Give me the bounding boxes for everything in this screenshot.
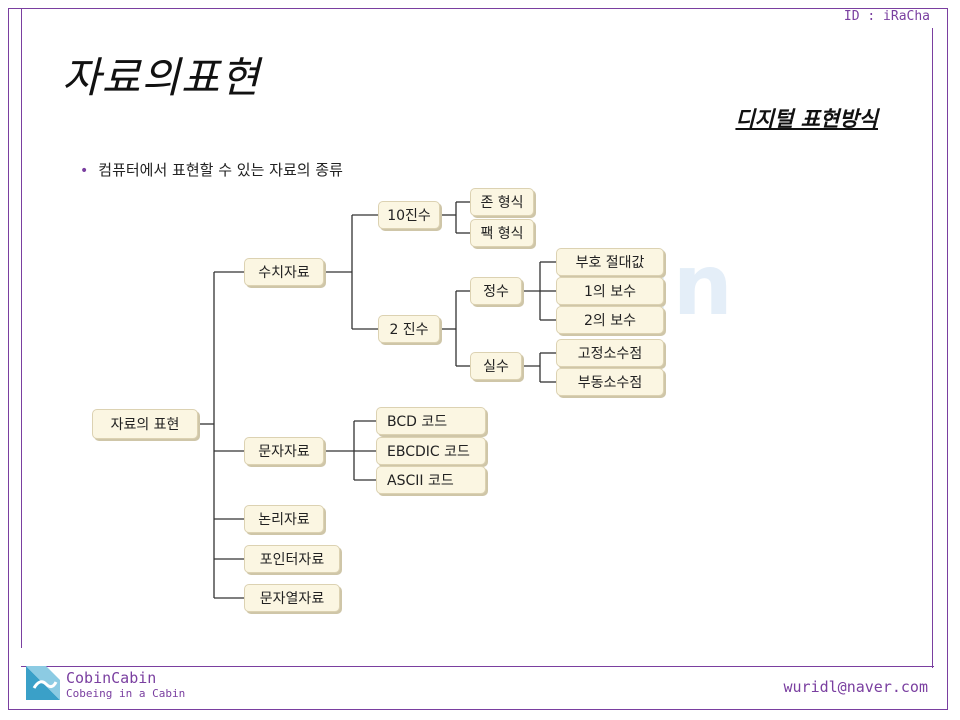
footer-logo: CobinCabin Cobeing in a Cabin <box>22 662 222 704</box>
node-fixed-point: 고정소수점 <box>556 339 664 367</box>
bullet-dot-icon: • <box>80 163 89 179</box>
frame-line-bottom <box>21 666 934 667</box>
node-real: 실수 <box>470 352 522 380</box>
node-numeric: 수치자료 <box>244 258 324 286</box>
frame-line-left <box>21 8 22 648</box>
node-packed: 팩 형식 <box>470 219 534 247</box>
bullet-item: • 컴퓨터에서 표현할 수 있는 자료의 종류 <box>80 159 343 180</box>
node-floating-point: 부동소수점 <box>556 368 664 396</box>
node-twos-complement: 2의 보수 <box>556 306 664 334</box>
node-root: 자료의 표현 <box>92 409 198 439</box>
node-ones-complement: 1의 보수 <box>556 277 664 305</box>
bullet-text: 컴퓨터에서 표현할 수 있는 자료의 종류 <box>98 161 343 179</box>
node-ebcdic: EBCDIC 코드 <box>376 437 486 465</box>
logo-tagline: Cobeing in a Cabin <box>66 687 186 700</box>
cobincabin-logo-icon <box>26 666 60 700</box>
author-id: ID : iRaCha <box>843 9 930 24</box>
node-logical: 논리자료 <box>244 505 324 533</box>
author-email: wuridl@naver.com <box>783 678 929 696</box>
node-string: 문자열자료 <box>244 584 340 612</box>
node-ascii: ASCII 코드 <box>376 466 486 494</box>
node-character: 문자자료 <box>244 437 324 465</box>
node-zoned: 존 형식 <box>470 188 534 216</box>
node-integer: 정수 <box>470 277 522 305</box>
node-sign-magnitude: 부호 절대값 <box>556 248 664 276</box>
slide-subtitle: 디지털 표현방식 <box>735 107 878 131</box>
node-binary: 2 진수 <box>378 315 440 343</box>
slide-title: 자료의표현 <box>62 53 261 102</box>
slide-frame <box>8 8 948 710</box>
frame-line-right <box>932 28 933 668</box>
node-decimal: 10진수 <box>378 201 440 229</box>
node-pointer: 포인터자료 <box>244 545 340 573</box>
node-bcd: BCD 코드 <box>376 407 486 435</box>
logo-name: CobinCabin <box>66 669 157 687</box>
